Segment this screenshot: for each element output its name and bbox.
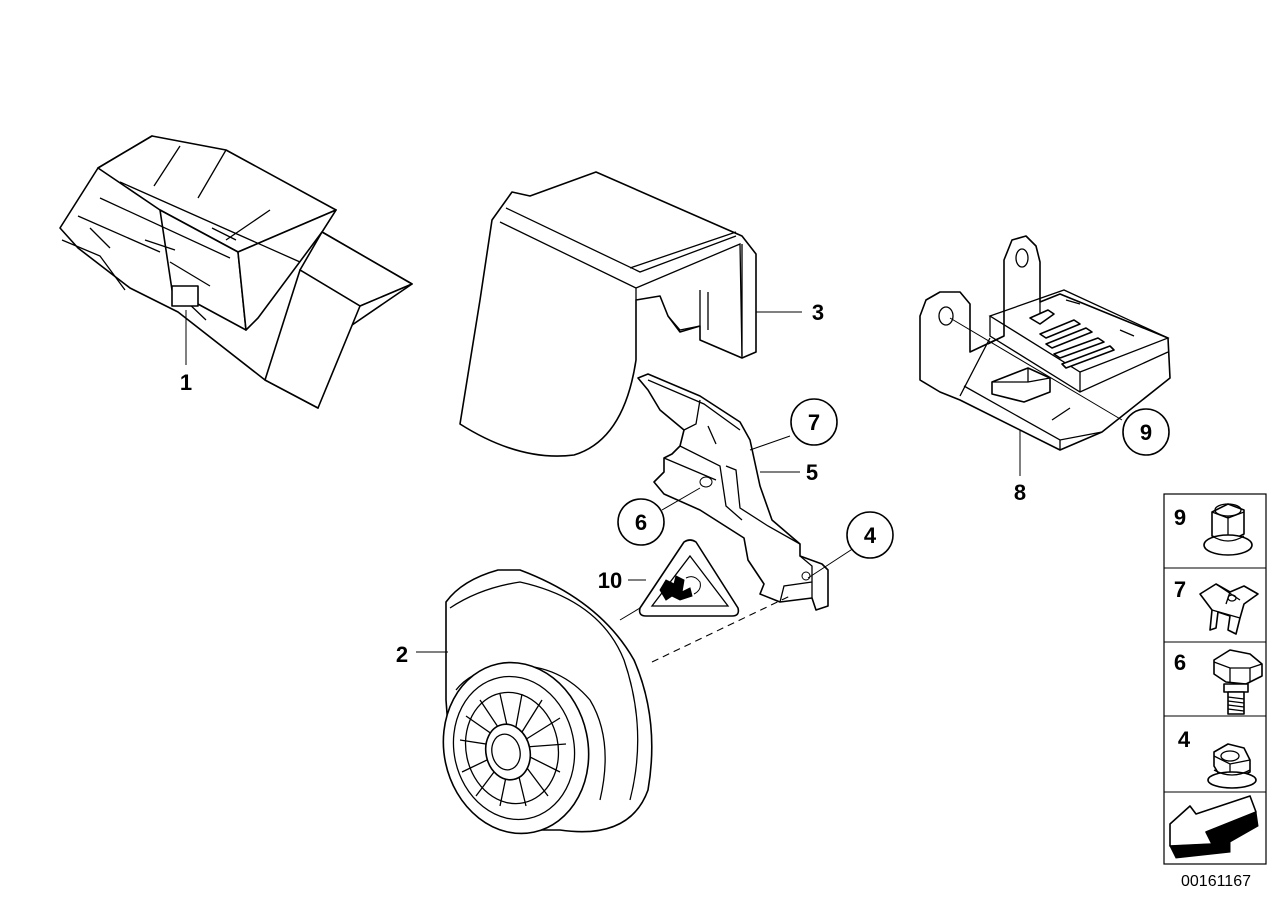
axis-line-horn (651, 595, 791, 663)
callout-1: 1 (180, 370, 192, 395)
callout-10: 10 (598, 568, 622, 593)
callout-7: 7 (808, 410, 820, 435)
callout-circle-7: 7 (790, 398, 838, 446)
leader-4 (807, 547, 855, 579)
legend-label-4: 4 (1178, 727, 1191, 752)
callout-2: 2 (396, 642, 408, 667)
legend-item-7: 7 (1174, 577, 1259, 635)
part-8-module (919, 235, 1171, 476)
callout-6: 6 (635, 510, 647, 535)
part-2-horn (416, 569, 791, 835)
callout-4: 4 (864, 523, 877, 548)
legend-label-9: 9 (1174, 505, 1186, 530)
callout-8: 8 (1014, 480, 1026, 505)
callout-9: 9 (1140, 420, 1152, 445)
leader-10b (619, 607, 641, 621)
leader-7 (749, 435, 791, 451)
document-number: 00161167 (1181, 873, 1251, 890)
part-1-control-unit (59, 135, 413, 409)
callout-circle-9: 9 (1122, 408, 1170, 456)
legend-item-6: 6 (1174, 649, 1263, 715)
parts-legend: 9 7 6 4 (1163, 493, 1267, 865)
legend-arrow-icon (1169, 795, 1259, 859)
legend-item-9: 9 (1174, 503, 1253, 556)
callout-3: 3 (812, 300, 824, 325)
leader-6 (661, 487, 701, 511)
callout-circle-6: 6 (617, 498, 665, 546)
part-3-cover (459, 171, 802, 457)
legend-item-4: 4 (1178, 727, 1257, 789)
callout-5: 5 (806, 460, 818, 485)
legend-label-6: 6 (1174, 650, 1186, 675)
legend-label-7: 7 (1174, 577, 1186, 602)
leader-9 (949, 317, 1123, 421)
part-10-warning-label (628, 539, 740, 617)
part-5-bracket (637, 373, 855, 611)
callout-circle-4: 4 (846, 511, 894, 559)
